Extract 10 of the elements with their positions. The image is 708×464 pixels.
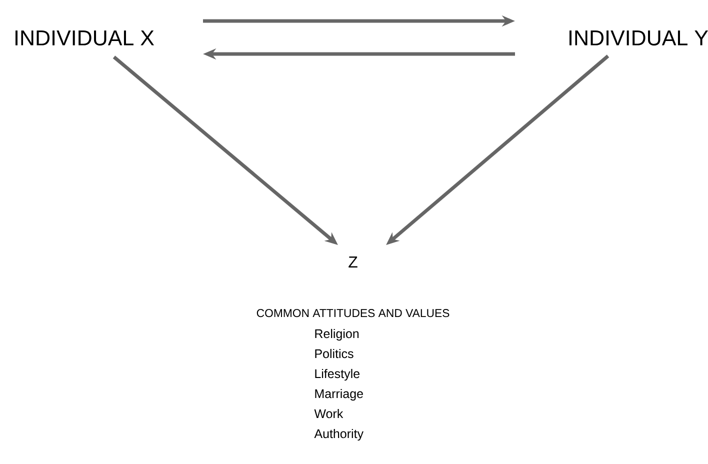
list-item: Work [314,408,344,418]
list-item: Authority [314,428,364,441]
list-item: Marriage [315,388,363,401]
list-item: Lifestyle [315,368,360,381]
heading: COMMON ATTITUDES AND VALUES [256,309,450,318]
node-label: INDIVIDUAL X [16,30,154,46]
node-label: INDIVIDUAL Y [570,30,708,46]
list-item: Religion [315,328,359,341]
node-label: Z [348,256,358,268]
list-item: Politics [315,348,354,358]
